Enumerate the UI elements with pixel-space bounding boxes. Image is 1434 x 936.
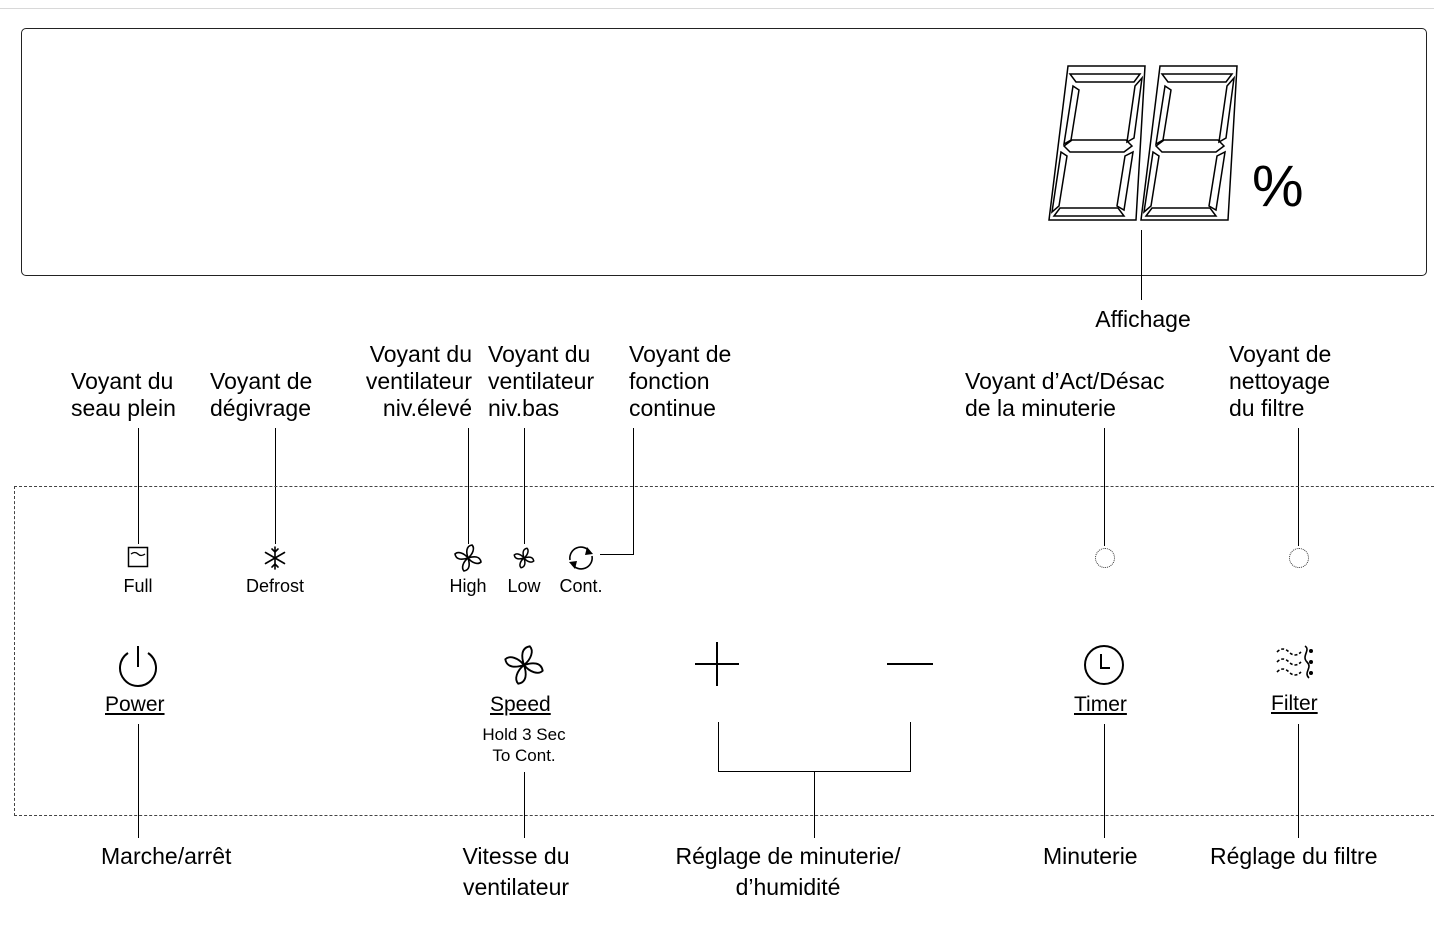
callout-line-1: Voyant de — [1229, 341, 1332, 367]
power-leader-line — [138, 724, 139, 838]
callout-line-2: ventilateur — [462, 874, 570, 900]
fan-speed-icon — [504, 645, 544, 685]
callout-line-2: nettoyage — [1229, 368, 1331, 394]
filter-led-callout: Voyant de nettoyage du filtre — [1229, 341, 1331, 422]
callout-line-2: fonction — [629, 368, 710, 394]
plus-bracket-left — [718, 722, 719, 772]
callout-line-1: Réglage de minuterie/ — [675, 843, 901, 869]
plus-icon — [695, 642, 739, 686]
display-callout-line — [1141, 230, 1142, 300]
timer-callout: Minuterie — [1043, 843, 1138, 870]
plus-minus-callout: Réglage de minuterie/ d’humidité — [652, 843, 924, 904]
callout-line-2: d’humidité — [735, 874, 841, 900]
full-indicator-label: Full — [123, 576, 153, 596]
filter-button-label: Filter — [1271, 692, 1318, 715]
clock-icon — [1084, 645, 1124, 685]
snowflake-icon — [264, 546, 286, 570]
timer-button[interactable]: Timer — [1068, 640, 1140, 720]
callout-line-1: Vitesse du — [462, 843, 570, 869]
fan-high-icon — [454, 544, 482, 572]
timer-button-label: Timer — [1074, 693, 1127, 716]
filter-led-leader-line — [1298, 428, 1299, 546]
fan-low-icon — [513, 547, 535, 569]
power-button[interactable]: Power — [98, 638, 178, 720]
bucket-full-icon — [127, 546, 149, 568]
speed-leader-line — [524, 772, 525, 838]
callout-line-2: seau plein — [71, 395, 176, 421]
display-callout-label: Affichage — [1095, 306, 1191, 332]
minus-bracket-right — [910, 722, 911, 772]
minus-button[interactable] — [882, 644, 938, 684]
power-callout: Marche/arrêt — [101, 843, 231, 870]
continuous-cycle-icon — [569, 546, 593, 570]
callout-line-3: niv.élevé — [382, 395, 472, 421]
speed-callout: Vitesse du ventilateur — [446, 843, 586, 904]
timer-leader-line — [1104, 724, 1105, 838]
cont-leader-line — [633, 428, 634, 554]
callout-line-1: Voyant du — [369, 341, 472, 367]
callout-line-1: Réglage du filtre — [1210, 843, 1378, 869]
filter-leader-line — [1298, 724, 1299, 838]
callout-line-1: Voyant de — [629, 341, 732, 367]
power-icon — [119, 646, 157, 687]
callout-line-3: du filtre — [1229, 395, 1305, 421]
plus-minus-leader-line — [814, 771, 815, 838]
callout-line-2: de la minuterie — [965, 395, 1116, 421]
hint-line-1: Hold 3 Sec — [482, 725, 566, 744]
filter-airflow-icon — [1276, 645, 1313, 679]
callout-line-2: ventilateur — [488, 368, 595, 394]
callout-line-1: Marche/arrêt — [101, 843, 232, 869]
speed-hold-hint: Hold 3 Sec To Cont. — [464, 724, 584, 766]
high-indicator-callout: Voyant du ventilateur niv.élevé — [348, 341, 472, 422]
timer-led-indicator — [1095, 548, 1115, 568]
callout-line-3: continue — [629, 395, 716, 421]
defrost-indicator-callout: Voyant de dégivrage — [210, 368, 312, 422]
callout-line-1: Minuterie — [1043, 843, 1138, 869]
callout-line-3: niv.bas — [488, 395, 560, 421]
full-indicator-callout: Voyant du seau plein — [71, 368, 176, 422]
hint-line-2: To Cont. — [492, 746, 556, 765]
display-panel — [21, 28, 1427, 276]
callout-line-2: ventilateur — [365, 368, 472, 394]
minus-icon — [887, 663, 933, 665]
speed-button-label: Speed — [490, 693, 551, 716]
timer-led-leader-line — [1104, 428, 1105, 546]
display-percent-sign: % — [1252, 154, 1304, 219]
high-indicator-label: High — [449, 576, 487, 596]
defrost-indicator-label: Defrost — [245, 576, 305, 596]
seven-segment-display — [1048, 65, 1238, 221]
cont-indicator-callout: Voyant de fonction continue — [629, 341, 731, 422]
filter-callout: Réglage du filtre — [1210, 843, 1378, 870]
control-panel — [14, 486, 1434, 816]
callout-line-1: Voyant du — [71, 368, 174, 394]
filter-led-indicator — [1289, 548, 1309, 568]
power-button-label: Power — [105, 693, 165, 716]
filter-button[interactable]: Filter — [1265, 638, 1335, 718]
low-indicator-label: Low — [507, 576, 541, 596]
top-rule — [0, 8, 1434, 9]
speed-button[interactable]: Speed — [484, 640, 566, 722]
callout-line-1: Voyant d’Act/Désac — [965, 368, 1165, 394]
cont-leader-elbow — [600, 554, 634, 555]
cont-indicator-label: Cont. — [559, 576, 603, 596]
callout-line-1: Voyant de — [210, 368, 313, 394]
plus-button[interactable] — [690, 636, 746, 692]
callout-line-2: dégivrage — [210, 395, 312, 421]
low-indicator-callout: Voyant du ventilateur niv.bas — [488, 341, 594, 422]
timer-led-callout: Voyant d’Act/Désac de la minuterie — [965, 368, 1164, 422]
callout-line-1: Voyant du — [488, 341, 591, 367]
